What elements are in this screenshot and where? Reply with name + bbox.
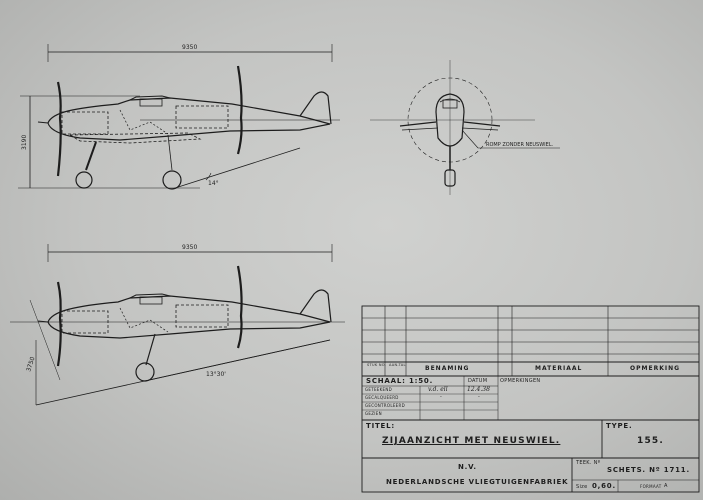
- upper-angle-dimension: 14°: [208, 180, 219, 187]
- front-view-note: ROMP ZONDER NEUSWIEL.: [486, 142, 554, 148]
- lower-height-dimension: 3750: [25, 356, 36, 373]
- upper-span-dimension: 9350: [182, 44, 197, 51]
- date-label: DATUM: [468, 378, 488, 384]
- sketch-number: SCHETS. Nº 1711.: [607, 466, 690, 474]
- title-block-frame: [361, 305, 700, 493]
- upper-height-dimension: 3190: [21, 135, 28, 150]
- col-header-materiaal: MATERIAAL: [535, 365, 583, 372]
- drawing-title: ZIJAANZICHT MET NEUSWIEL.: [382, 436, 561, 446]
- lower-side-view: [10, 244, 345, 406]
- lower-span-dimension: 9350: [182, 244, 197, 251]
- row-initials-geteekend: v.d. ell: [428, 386, 448, 393]
- row-label-gecontroleerd: GECONTROLEERD: [365, 403, 405, 408]
- upper-side-view: [18, 44, 340, 190]
- company-line-1: N.V.: [458, 463, 477, 471]
- title-label: TITEL:: [366, 422, 395, 430]
- row-date-gecalqueerd: -: [478, 394, 480, 400]
- size-value: 0,60.: [592, 482, 616, 490]
- type-value: 155.: [637, 436, 665, 446]
- format-label: FORMAAT: [640, 484, 662, 489]
- scale-label: SCHAAL: 1:50.: [366, 377, 434, 385]
- drawing-number-label: TEEK. Nº: [576, 460, 601, 466]
- type-label: TYPE.: [606, 422, 633, 430]
- front-view: [370, 60, 560, 195]
- row-label-gezien: GEZIEN: [365, 411, 382, 416]
- col-header-benaming: BENAMING: [425, 365, 470, 372]
- size-label: Size: [576, 484, 588, 490]
- row-initials-gecalqueerd: -: [440, 394, 442, 400]
- row-label-geteekend: GETEEKEND: [365, 387, 393, 392]
- col-header-stuk: STUK NO.: [367, 363, 387, 367]
- remarks-label: OPMERKINGEN: [500, 378, 541, 384]
- col-header-aantal: AAN-TAL: [389, 363, 406, 367]
- row-date-geteekend: 12.4.38: [467, 386, 490, 393]
- company-line-2: NEDERLANDSCHE VLIEGTUIGENFABRIEK: [386, 478, 569, 486]
- lower-angle-dimension: 13°30': [206, 371, 226, 378]
- col-header-opmerking: OPMERKING: [630, 365, 681, 372]
- format-value: A: [664, 483, 668, 489]
- row-label-gecalqueerd: GECALQUEERD: [365, 395, 399, 400]
